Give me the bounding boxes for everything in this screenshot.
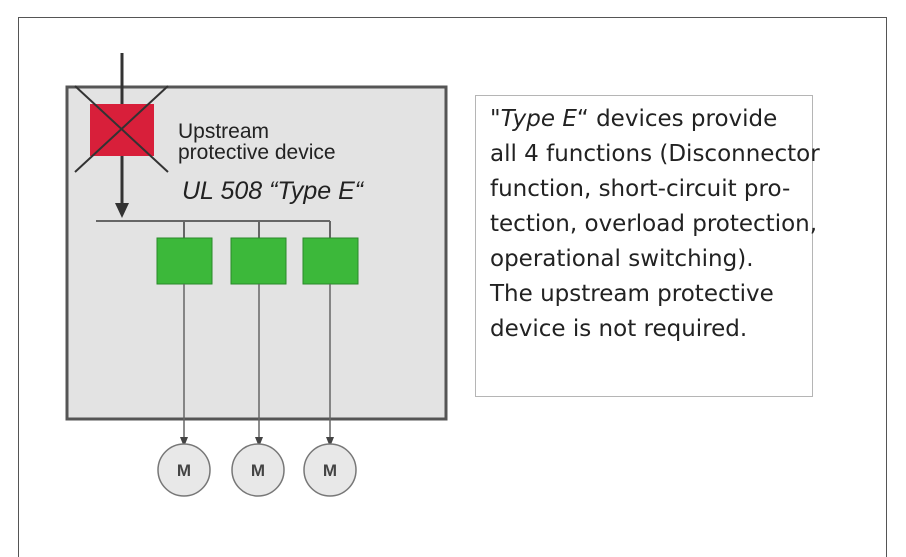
info-quote-open: " [490, 106, 501, 132]
type-e-starter [156, 237, 213, 285]
branch-3 [302, 221, 359, 447]
motor-icon [157, 443, 211, 497]
motor-label: M [251, 461, 265, 480]
info-line: operational switching). [490, 246, 754, 272]
info-line: tection, overload protection, [490, 211, 818, 237]
type-e-starter [302, 237, 359, 285]
motor-label: M [323, 461, 337, 480]
cross-out-line-2 [74, 85, 169, 173]
type-e-starter [230, 237, 287, 285]
info-line-1-rest: “ devices provide [576, 106, 778, 132]
ul-508-type-e-label: UL 508 “Type E“ [182, 177, 364, 205]
branch-arrow-icon [255, 437, 263, 447]
branch-1 [156, 221, 213, 447]
info-line: all 4 functions (Disconnector [490, 141, 820, 167]
motor-icon [303, 443, 357, 497]
branch-2 [230, 221, 287, 447]
info-line: function, short-circuit pro- [490, 176, 791, 202]
upstream-label-line1: Upstream [178, 120, 270, 143]
motor-1: M [157, 443, 211, 497]
branch-arrow-icon [180, 437, 188, 447]
motor-3: M [303, 443, 357, 497]
info-box: "Type E“ devices provide all 4 functions… [475, 95, 820, 397]
motor-icon [231, 443, 285, 497]
motor-label: M [177, 461, 191, 480]
upstream-label-line2: protective device [178, 141, 336, 164]
branch-arrow-icon [326, 437, 334, 447]
info-line-1: "Type E“ devices provide [490, 106, 777, 132]
info-line: device is not required. [490, 316, 748, 342]
motor-2: M [231, 443, 285, 497]
feeder-arrow-icon [115, 203, 129, 218]
info-line: The upstream protective [490, 281, 774, 307]
figure-frame [18, 17, 887, 557]
info-type-e-emphasis: Type E [500, 106, 577, 132]
